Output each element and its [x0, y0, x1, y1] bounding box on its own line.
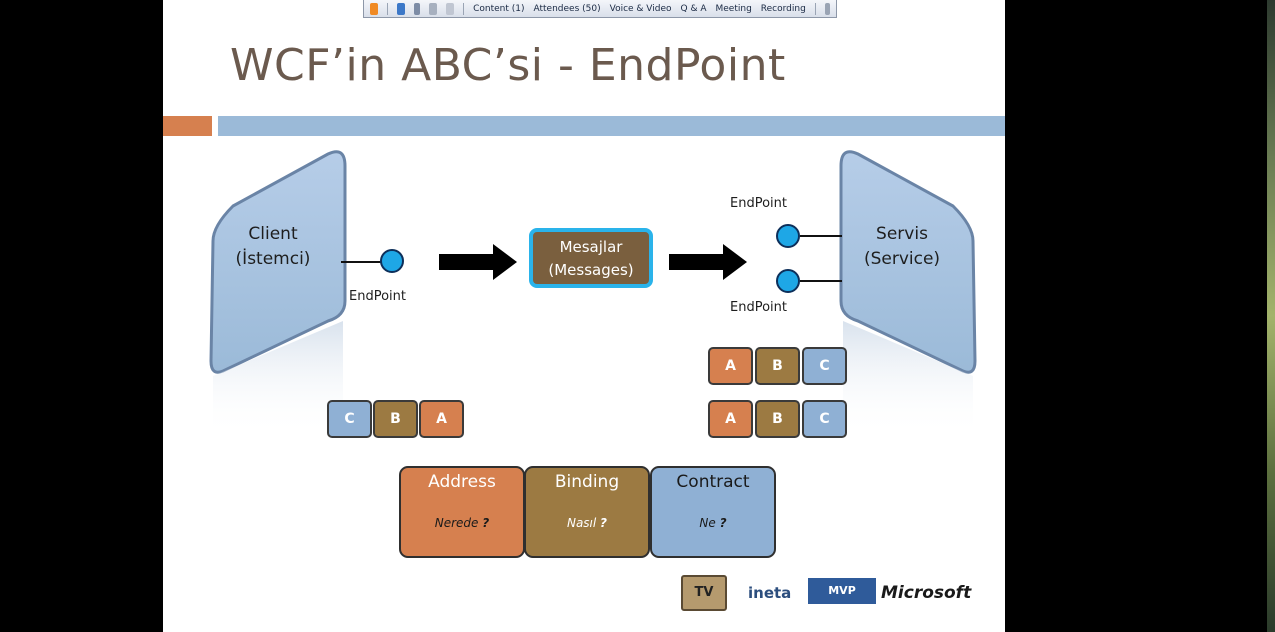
toolbar-separator — [463, 2, 465, 15]
abc-right-top-a: A — [708, 347, 753, 385]
service-endpoint-dot-top — [776, 224, 800, 248]
service-label-line2: (Service) — [863, 249, 941, 269]
toolbar-separator — [814, 2, 816, 15]
service-endpoint-label-top: EndPoint — [730, 196, 787, 211]
meeting-app-icon[interactable] — [370, 2, 379, 15]
abc-left-c: C — [327, 400, 372, 438]
share-icon[interactable] — [428, 2, 438, 15]
abc-left-b: B — [373, 400, 418, 438]
abc-right-bottom-a: A — [708, 400, 753, 438]
ineta-logo: ineta — [748, 584, 792, 602]
meeting-menu[interactable]: Meeting — [715, 3, 752, 14]
messages-line2: (Messages) — [548, 261, 634, 279]
arrow-to-service-icon — [669, 244, 747, 280]
client-endpoint-connector — [341, 261, 381, 263]
binding-question: Nasıl ? — [566, 516, 608, 530]
desktop-background-strip — [1267, 0, 1275, 632]
whiteboard-icon[interactable] — [446, 2, 455, 15]
back-arrow-icon[interactable] — [396, 2, 406, 15]
address-title: Address — [428, 472, 496, 492]
slide-title: WCF’in ABC’si - EndPoint — [230, 40, 786, 91]
service-endpoint-connector-bottom — [800, 280, 842, 282]
pause-icon[interactable] — [414, 2, 420, 15]
messages-line1: Mesajlar — [559, 238, 623, 256]
abc-right-bottom-b: B — [755, 400, 800, 438]
service-endpoint-dot-bottom — [776, 269, 800, 293]
binding-title: Binding — [554, 472, 620, 492]
service-endpoint-connector-top — [800, 235, 842, 237]
contract-card: Contract Ne ? — [650, 466, 776, 558]
contract-title: Contract — [676, 472, 750, 492]
microsoft-logo: Microsoft — [881, 583, 972, 603]
service-endpoint-label-bottom: EndPoint — [730, 300, 787, 315]
client-label: Client (İstemci) — [233, 222, 313, 272]
contract-question: Ne ? — [699, 516, 727, 530]
meeting-toolbar: Content (1) Attendees (50) Voice & Video… — [363, 0, 837, 18]
content-menu[interactable]: Content (1) — [473, 3, 525, 14]
client-shape — [209, 150, 347, 436]
service-shape — [839, 150, 977, 436]
service-label-line1: Servis — [876, 224, 928, 244]
abc-right-top-b: B — [755, 347, 800, 385]
client-endpoint-label: EndPoint — [349, 289, 406, 304]
messages-box: Mesajlar (Messages) — [529, 228, 653, 288]
binding-card: Binding Nasıl ? — [524, 466, 650, 558]
client-label-line1: Client — [248, 224, 298, 244]
arrow-to-messages-icon — [439, 244, 517, 280]
abc-right-bottom-c: C — [802, 400, 847, 438]
recording-menu[interactable]: Recording — [760, 3, 806, 14]
toolbar-collapse-icon[interactable] — [824, 2, 831, 15]
client-endpoint-dot — [380, 249, 404, 273]
abc-right-top-c: C — [802, 347, 847, 385]
toolbar-separator — [387, 2, 388, 15]
qa-menu[interactable]: Q & A — [680, 3, 707, 14]
client-label-line2: (İstemci) — [235, 249, 311, 269]
voice-video-menu[interactable]: Voice & Video — [609, 3, 672, 14]
presentation-slide: WCF’in ABC’si - EndPoint Client (İstemci… — [163, 0, 1005, 632]
attendees-menu[interactable]: Attendees (50) — [533, 3, 601, 14]
title-accent-orange — [163, 116, 212, 136]
title-accent-blue — [218, 116, 1005, 136]
abc-left-a: A — [419, 400, 464, 438]
address-card: Address Nerede ? — [399, 466, 525, 558]
mvp-logo: MVP — [808, 578, 876, 604]
address-question: Nerede ? — [434, 516, 490, 530]
service-label: Servis (Service) — [857, 222, 947, 272]
tv-logo: TV — [681, 575, 727, 611]
